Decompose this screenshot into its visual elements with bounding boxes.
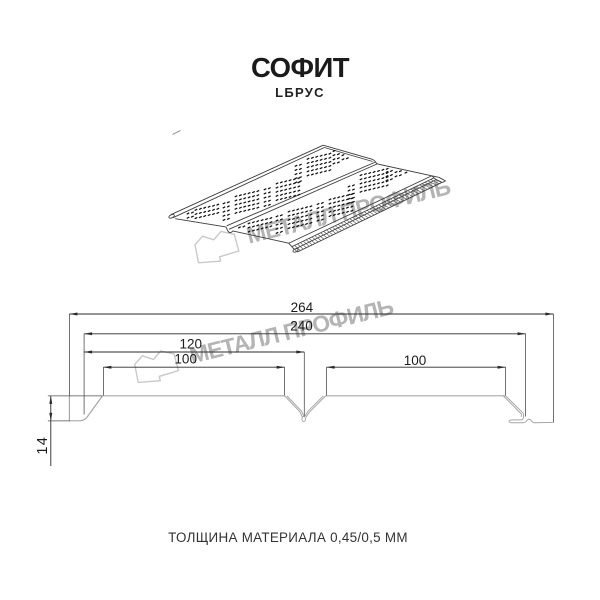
svg-text:100: 100 (404, 353, 427, 368)
svg-text:14: 14 (35, 436, 51, 455)
svg-text:240: 240 (290, 319, 313, 334)
svg-text:100: 100 (174, 351, 197, 366)
svg-text:120: 120 (180, 337, 203, 352)
svg-text:264: 264 (291, 300, 314, 315)
